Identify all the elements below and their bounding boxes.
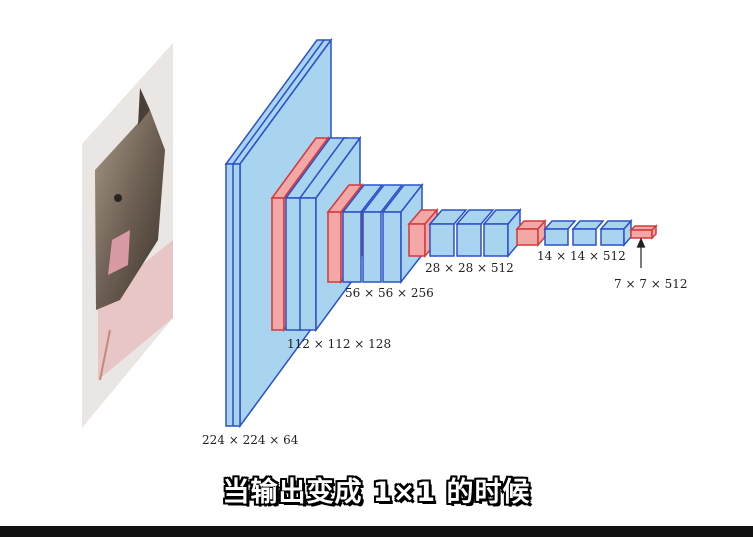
label-56: 56 × 56 × 256 (345, 286, 434, 300)
label-7: 7 × 7 × 512 (614, 277, 688, 291)
label-224: 224 × 224 × 64 (202, 433, 299, 447)
arrow-icon (636, 237, 646, 268)
subtitle-caption: 当输出变成 1×1 的时候 (222, 477, 531, 508)
layer-block-14 (515, 219, 633, 247)
layer-block-56 (326, 182, 424, 285)
layer-block-28 (407, 207, 522, 259)
label-28: 28 × 28 × 512 (425, 261, 514, 275)
layer-block-7 (629, 224, 658, 240)
label-14: 14 × 14 × 512 (537, 249, 626, 263)
label-112: 112 × 112 × 128 (287, 337, 391, 351)
bottom-bar (0, 526, 753, 537)
input-cat-image (82, 43, 173, 428)
